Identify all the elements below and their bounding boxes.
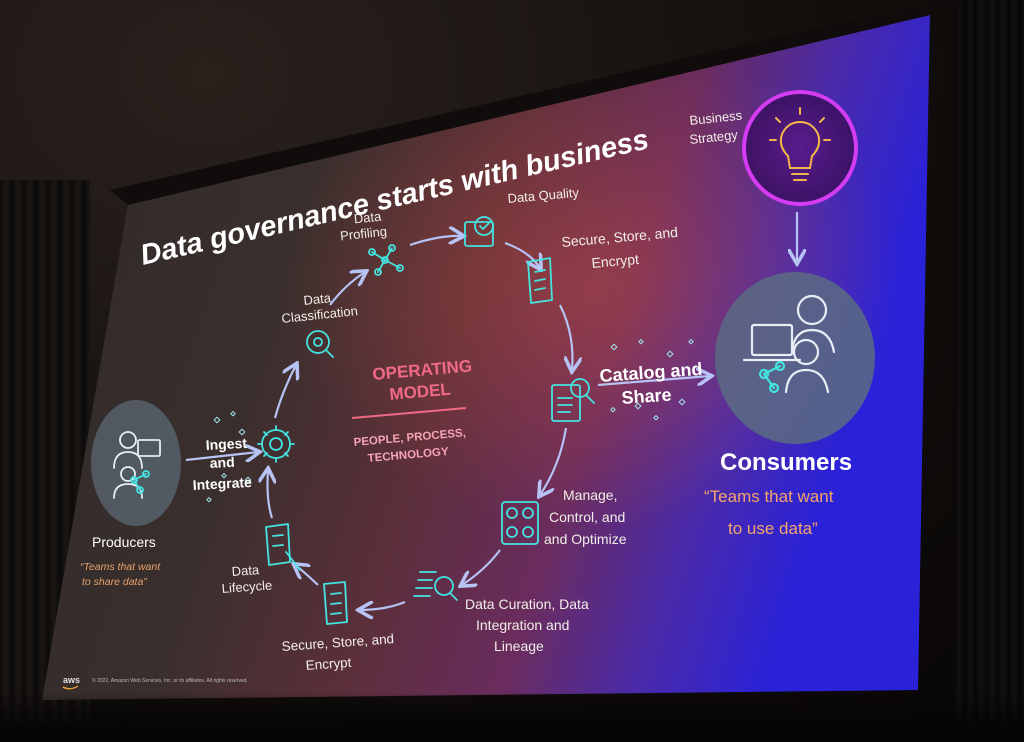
arrow-curation-secure	[360, 600, 406, 610]
cycle-arrows	[268, 236, 573, 610]
producers-quote-2: to share data”	[82, 576, 147, 588]
lightbulb-icon	[769, 107, 831, 181]
label-catalog-2: Share	[621, 385, 672, 408]
arrow-classification-profiling	[329, 272, 365, 306]
sparkle-dots	[206, 338, 694, 503]
label-ingest-1: Ingest	[205, 435, 247, 453]
arrow-quality-secure	[504, 241, 540, 268]
label-data-lifecycle-1: Data	[231, 562, 260, 579]
label-ingest-3: Integrate	[192, 474, 252, 493]
consumers-label: Consumers	[720, 449, 852, 476]
label-ingest-2: and	[209, 454, 235, 471]
aws-logo: aws	[63, 675, 80, 685]
label-data-lifecycle-2: Lifecycle	[221, 578, 273, 596]
strategy-circle	[742, 90, 858, 206]
strategy-label-2: Strategy	[689, 127, 739, 147]
screen-frame	[110, 0, 960, 205]
om-divider	[351, 407, 467, 419]
floor-shadow	[0, 692, 1024, 742]
arrow-ingest-classification	[273, 365, 296, 419]
arrow-secure-catalog	[559, 304, 573, 370]
slide-glow	[42, 10, 930, 700]
copyright-footer: © 2022, Amazon Web Services, Inc. or its…	[92, 677, 248, 684]
consumers-quote-1: “Teams that want	[704, 487, 834, 506]
label-manage-1: Manage,	[563, 487, 617, 503]
catalog-search-icon	[551, 378, 595, 422]
data-profiling-icon	[368, 244, 404, 276]
label-manage-2: Control, and	[549, 509, 625, 525]
manage-grid-icon	[501, 501, 539, 545]
producers-quote-1: “Teams that want	[80, 561, 161, 573]
secure-checklist-icon-bottom	[323, 581, 348, 625]
producers-label: Producers	[92, 534, 156, 550]
secure-checklist-icon-top	[527, 257, 553, 304]
label-manage-3: and Optimize	[544, 531, 627, 547]
producers-circle	[91, 400, 181, 526]
business-strategy-group: Business Strategy	[689, 90, 858, 206]
label-secure-bottom-2: Encrypt	[305, 655, 352, 673]
curtain-right	[954, 0, 1024, 742]
label-curation-1: Data Curation, Data	[465, 596, 589, 612]
label-data-classification-1: Data	[303, 290, 333, 308]
consumers-people-icon	[742, 294, 836, 394]
label-data-profiling-2: Profiling	[339, 224, 387, 244]
arrow-catalog-consumers	[597, 376, 710, 387]
classification-search-icon	[306, 330, 334, 358]
lifecycle-checklist-icon	[265, 523, 301, 571]
arrow-lifecycle-ingest	[268, 470, 273, 519]
arrow-catalog-manage	[540, 427, 568, 495]
label-data-quality: Data Quality	[507, 185, 580, 206]
producers-network-icon	[130, 470, 150, 494]
aws-smile	[62, 685, 79, 690]
strategy-label-1: Business	[689, 107, 744, 127]
label-data-profiling-1: Data	[353, 209, 383, 227]
arrow-profiling-quality	[409, 236, 462, 247]
label-curation-2: Integration and	[476, 617, 569, 633]
producers-people-icon	[113, 431, 161, 499]
consumers-quote-2: to use data”	[728, 519, 818, 538]
arrow-producers-ingest	[185, 452, 258, 460]
arrow-manage-curation	[462, 549, 501, 585]
label-curation-3: Lineage	[494, 638, 544, 654]
ingest-gear-icon	[257, 425, 295, 463]
consumers-network-icon	[758, 360, 786, 394]
producers-group: Producers “Teams that want to share data…	[80, 400, 181, 588]
label-secure-top-2: Encrypt	[591, 251, 640, 271]
data-quality-icon	[464, 216, 494, 247]
consumers-group: Consumers “Teams that want to use data”	[704, 272, 875, 538]
curation-search-icon	[413, 571, 458, 601]
